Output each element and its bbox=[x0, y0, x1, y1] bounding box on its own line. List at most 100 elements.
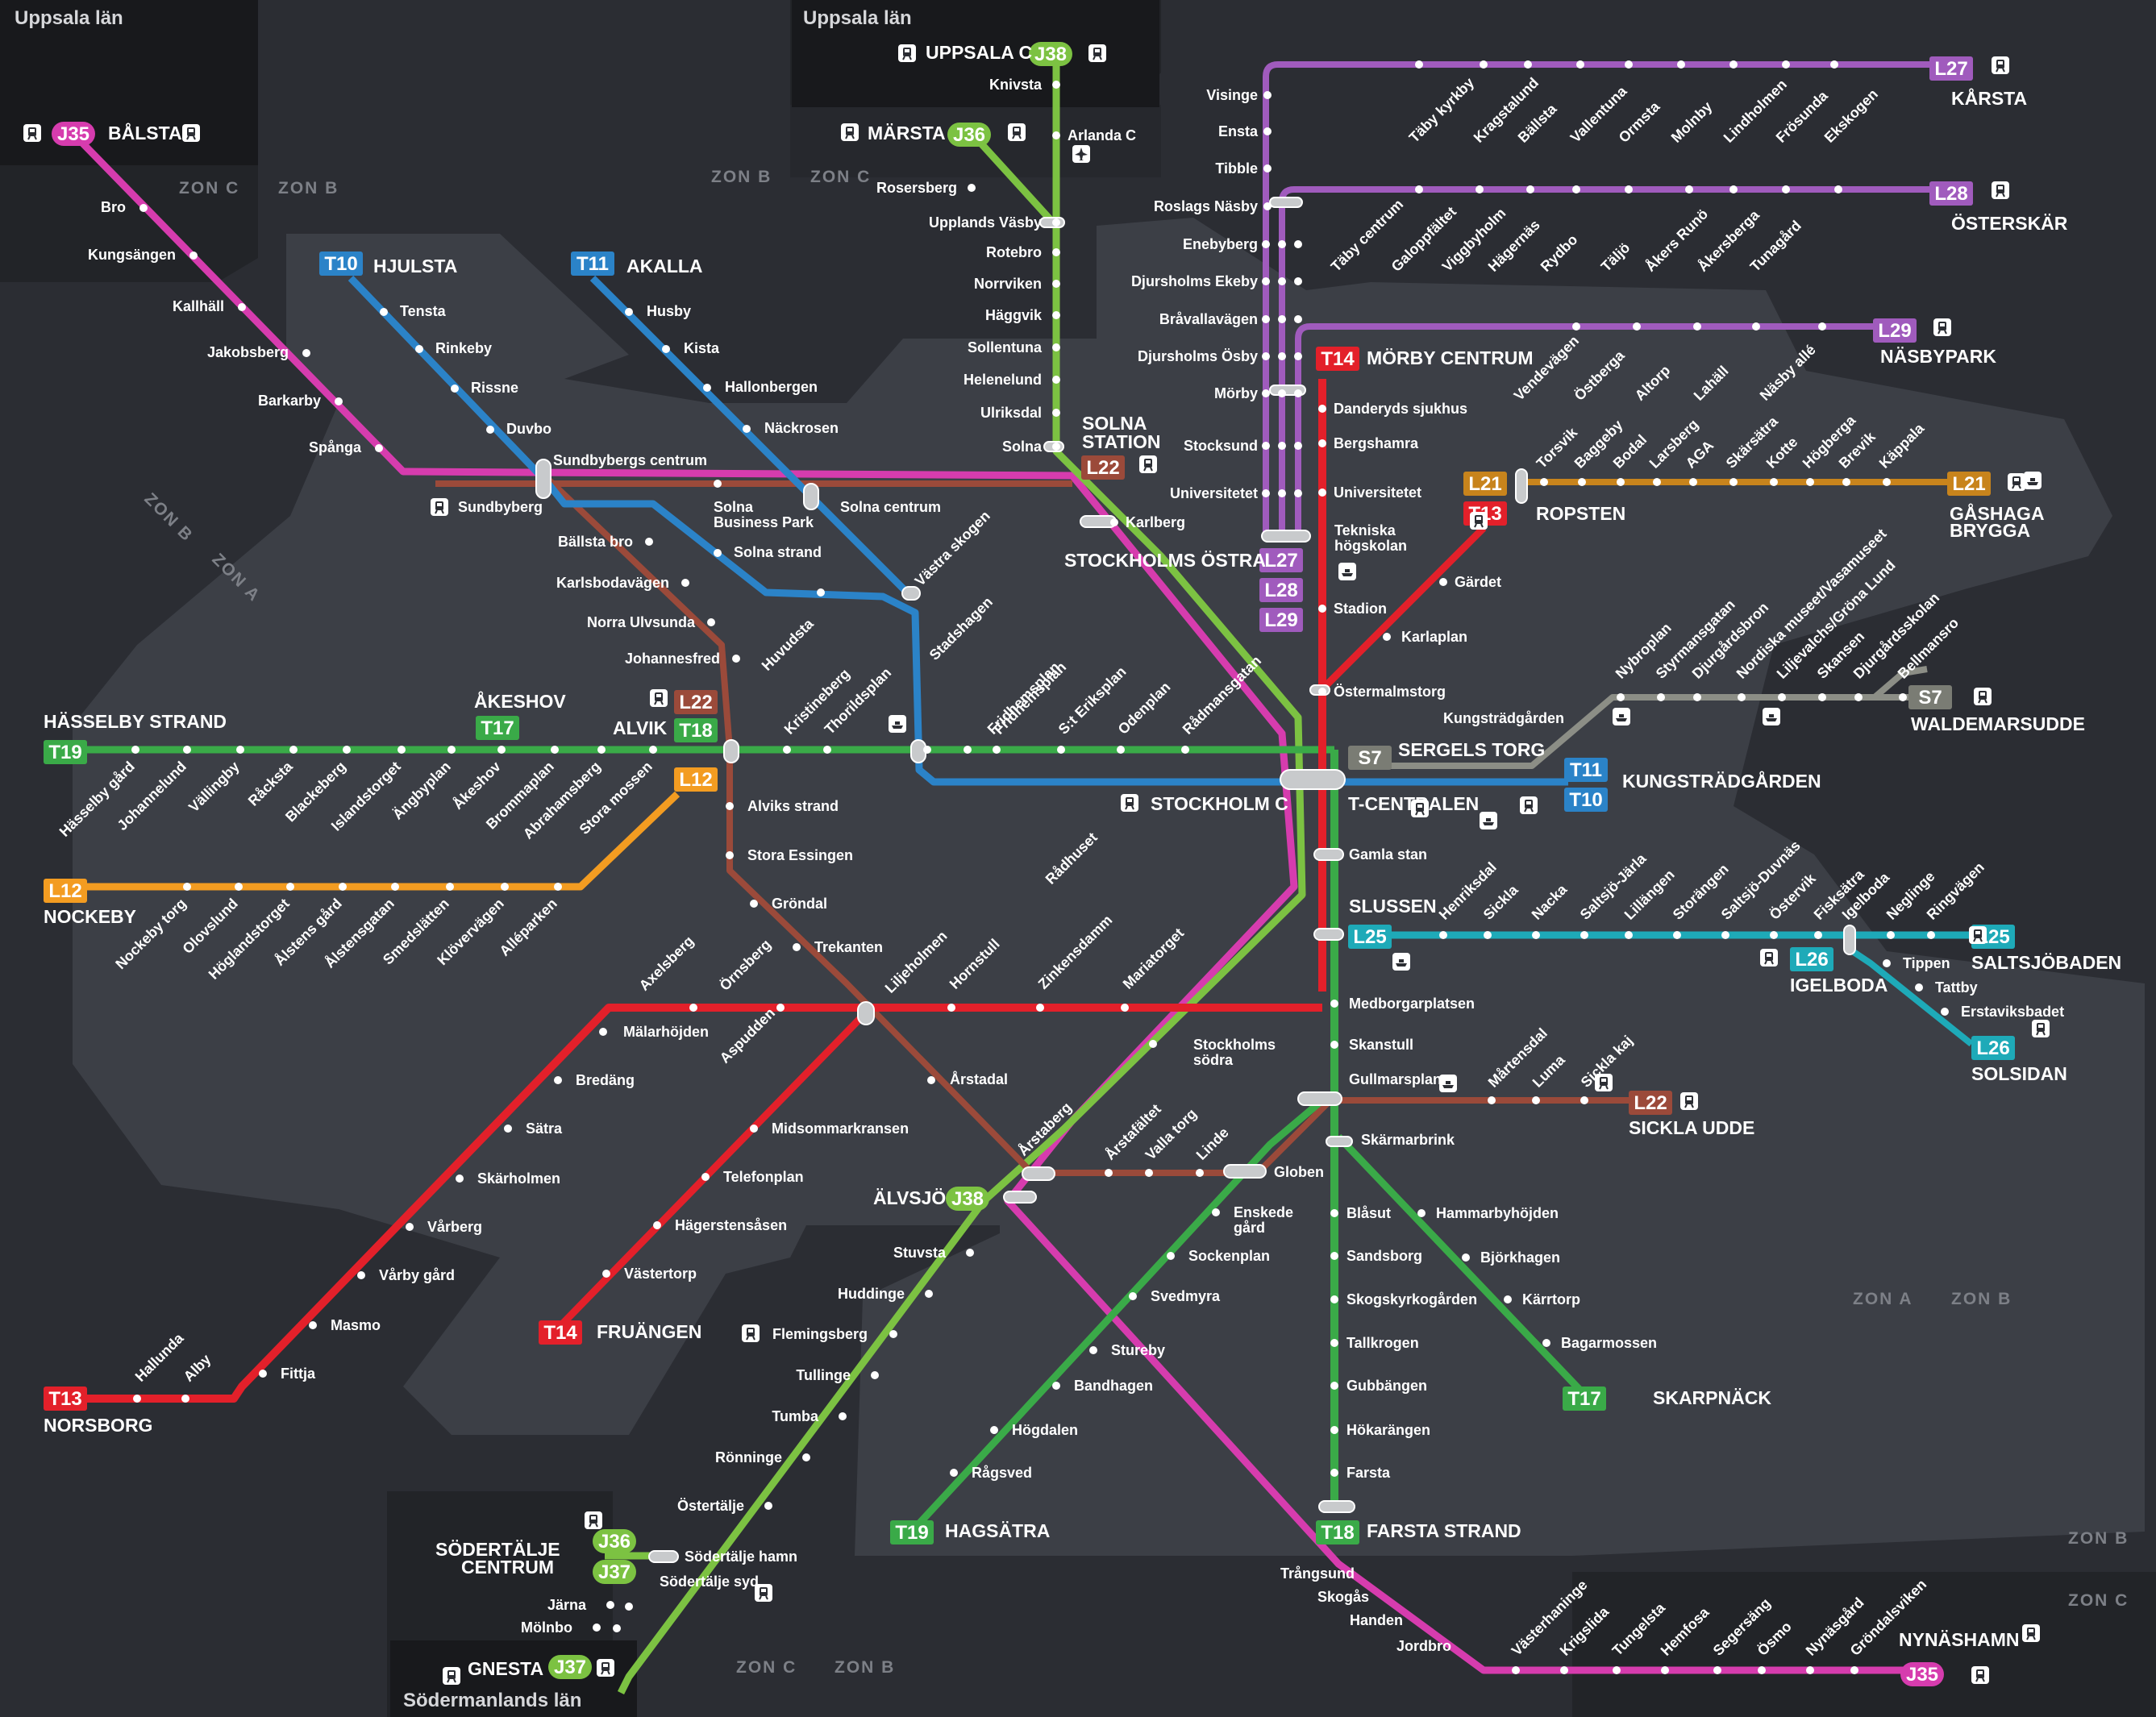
station-sockenplan[interactable]: Sockenplan bbox=[1188, 1248, 1270, 1264]
station-ronninge[interactable]: Rönninge bbox=[715, 1449, 782, 1465]
station-morby[interactable]: Mörby bbox=[1214, 385, 1258, 401]
line-badge-l12[interactable]: L12 bbox=[44, 879, 87, 903]
terminal-stockholms-ostra[interactable]: STOCKHOLMS ÖSTRA bbox=[1064, 550, 1266, 571]
station-stockholms-sodra[interactable]: Stockholms bbox=[1193, 1037, 1276, 1053]
line-badge-t19[interactable]: T19 bbox=[44, 740, 87, 764]
terminal-solsidan[interactable]: SOLSIDAN bbox=[1971, 1063, 2067, 1084]
station-globen[interactable]: Globen bbox=[1274, 1164, 1324, 1180]
station-johannesfred[interactable]: Johannesfred bbox=[625, 651, 720, 667]
station-stocksund[interactable]: Stocksund bbox=[1184, 438, 1258, 454]
terminal-balsta[interactable]: BÅLSTA bbox=[108, 122, 182, 143]
line-badge-j38[interactable]: J38 bbox=[946, 1187, 989, 1211]
terminal-sergels-torg[interactable]: SERGELS TORG bbox=[1398, 739, 1545, 760]
station-tensta[interactable]: Tensta bbox=[400, 303, 447, 319]
line-badge-l29[interactable]: L29 bbox=[1873, 318, 1917, 343]
line-badge-t10[interactable]: T10 bbox=[319, 252, 363, 276]
station-duvbo[interactable]: Duvbo bbox=[506, 421, 551, 437]
station-djursholms-ekeby[interactable]: Djursholms Ekeby bbox=[1131, 273, 1258, 289]
station-ragsved[interactable]: Rågsved bbox=[972, 1465, 1032, 1481]
terminal-igelboda[interactable]: IGELBODA bbox=[1790, 975, 1888, 996]
terminal-hjulsta[interactable]: HJULSTA bbox=[373, 256, 457, 276]
line-badge-l27[interactable]: L27 bbox=[1259, 548, 1303, 572]
station-sodertalje-hamn[interactable]: Södertälje hamn bbox=[685, 1549, 797, 1565]
station-huddinge[interactable]: Huddinge bbox=[838, 1286, 905, 1302]
station-sollentuna[interactable]: Sollentuna bbox=[968, 339, 1043, 355]
terminal-solna-station[interactable]: SOLNA bbox=[1082, 413, 1147, 434]
station-norra-ulvsunda[interactable]: Norra Ulvsunda bbox=[587, 614, 696, 630]
station-stockholms-sodra[interactable]: södra bbox=[1193, 1052, 1234, 1068]
station-stureby[interactable]: Stureby bbox=[1111, 1342, 1165, 1358]
station-erstaviksbadet[interactable]: Erstaviksbadet bbox=[1961, 1004, 2064, 1020]
line-badge-l28[interactable]: L28 bbox=[1929, 181, 1973, 206]
station-kallhall[interactable]: Kallhäll bbox=[173, 298, 224, 314]
station-tibble[interactable]: Tibble bbox=[1215, 160, 1258, 177]
station-danderyds-sjukhus[interactable]: Danderyds sjukhus bbox=[1334, 401, 1467, 417]
station-knivsta[interactable]: Knivsta bbox=[989, 77, 1043, 93]
terminal-akalla[interactable]: AKALLA bbox=[626, 256, 703, 276]
station-hokarangen[interactable]: Hökarängen bbox=[1346, 1422, 1430, 1438]
station-upplands-vasby[interactable]: Upplands Väsby bbox=[929, 214, 1042, 231]
station-trangsund[interactable]: Trångsund bbox=[1280, 1565, 1355, 1582]
station-skogskyrkogarden[interactable]: Skogskyrkogården bbox=[1346, 1291, 1477, 1307]
terminal-gashaga[interactable]: GÅSHAGA bbox=[1950, 502, 2045, 524]
station-solna-centrum[interactable]: Solna centrum bbox=[840, 499, 941, 515]
terminal-slussen[interactable]: SLUSSEN bbox=[1349, 896, 1437, 917]
station-kungsangen[interactable]: Kungsängen bbox=[88, 247, 176, 263]
station-hagerstensasen[interactable]: Hägerstensåsen bbox=[675, 1217, 787, 1233]
station-solna-business-park[interactable]: Business Park bbox=[714, 514, 814, 530]
terminal-saltsjobaden[interactable]: SALTSJÖBADEN bbox=[1971, 952, 2121, 973]
station-enskede-gard[interactable]: gård bbox=[1234, 1220, 1265, 1236]
station-jakobsberg[interactable]: Jakobsberg bbox=[207, 344, 289, 360]
station-tallkrogen[interactable]: Tallkrogen bbox=[1346, 1335, 1419, 1351]
station-ensta[interactable]: Ensta bbox=[1218, 123, 1259, 139]
station-masmo[interactable]: Masmo bbox=[331, 1317, 381, 1333]
station-fittja[interactable]: Fittja bbox=[281, 1366, 316, 1382]
terminal-hagsatra[interactable]: HAGSÄTRA bbox=[945, 1520, 1050, 1541]
terminal-sodertalje-centrum[interactable]: SÖDERTÄLJE bbox=[435, 1539, 560, 1560]
line-badge-t11[interactable]: T11 bbox=[571, 252, 614, 276]
terminal-solna-station[interactable]: STATION bbox=[1082, 431, 1161, 452]
station-farsta[interactable]: Farsta bbox=[1346, 1465, 1391, 1481]
terminal-gnesta[interactable]: GNESTA bbox=[468, 1658, 543, 1679]
station-tumba[interactable]: Tumba bbox=[772, 1408, 819, 1424]
line-badge-t14[interactable]: T14 bbox=[1316, 347, 1359, 371]
station-grondal[interactable]: Gröndal bbox=[772, 896, 827, 912]
station-stuvsta[interactable]: Stuvsta bbox=[893, 1245, 947, 1261]
terminal-norsborg[interactable]: NORSBORG bbox=[44, 1415, 152, 1436]
station-trekanten[interactable]: Trekanten bbox=[814, 939, 883, 955]
station-barkarby[interactable]: Barkarby bbox=[258, 393, 321, 409]
station-gullmarsplan[interactable]: Gullmarsplan bbox=[1349, 1071, 1442, 1087]
line-badge-l27[interactable]: L27 bbox=[1929, 56, 1973, 81]
terminal-nockeby[interactable]: NOCKEBY bbox=[44, 906, 136, 927]
line-badge-l12[interactable]: L12 bbox=[674, 767, 718, 792]
station-ostertalje[interactable]: Östertälje bbox=[677, 1498, 744, 1514]
station-ballsta-bro[interactable]: Bällsta bro bbox=[558, 534, 633, 550]
line-badge-l25[interactable]: L25 bbox=[1348, 925, 1392, 949]
station-bjorkhagen[interactable]: Björkhagen bbox=[1480, 1249, 1560, 1266]
line-badge-t14[interactable]: T14 bbox=[539, 1320, 582, 1345]
station-arlanda-c[interactable]: Arlanda C bbox=[1068, 127, 1136, 143]
station-universitetet[interactable]: Universitetet bbox=[1334, 484, 1421, 501]
station-visinge[interactable]: Visinge bbox=[1206, 87, 1258, 103]
station-hallonbergen[interactable]: Hallonbergen bbox=[725, 379, 818, 395]
terminal-osterskar[interactable]: ÖSTERSKÄR bbox=[1951, 213, 2068, 234]
line-badge-l21[interactable]: L21 bbox=[1947, 472, 1991, 496]
station-roslags-nasby[interactable]: Roslags Näsby bbox=[1154, 198, 1258, 214]
station-husby[interactable]: Husby bbox=[647, 303, 691, 319]
station-rosersberg[interactable]: Rosersberg bbox=[876, 180, 957, 196]
line-badge-t18[interactable]: T18 bbox=[1316, 1520, 1359, 1544]
station-ulriksdal[interactable]: Ulriksdal bbox=[980, 405, 1042, 421]
station-vastertorp[interactable]: Västertorp bbox=[624, 1266, 697, 1282]
station-karlsbodavagen[interactable]: Karlsbodavägen bbox=[556, 575, 669, 591]
station-helenelund[interactable]: Helenelund bbox=[964, 372, 1042, 388]
station-satra[interactable]: Sätra bbox=[526, 1120, 563, 1137]
line-badge-j37[interactable]: J37 bbox=[593, 1560, 636, 1584]
line-badge-j37[interactable]: J37 bbox=[548, 1655, 592, 1679]
station-sandsborg[interactable]: Sandsborg bbox=[1346, 1248, 1422, 1264]
station-jordbro[interactable]: Jordbro bbox=[1396, 1638, 1451, 1654]
terminal-nynashamn[interactable]: NYNÄSHAMN bbox=[1899, 1629, 2020, 1650]
station-sundbybergs-centrum[interactable]: Sundbybergs centrum bbox=[553, 452, 707, 468]
station-hogdalen[interactable]: Högdalen bbox=[1012, 1422, 1078, 1438]
line-badge-l22[interactable]: L22 bbox=[674, 690, 718, 714]
terminal-gashaga[interactable]: BRYGGA bbox=[1950, 520, 2030, 541]
